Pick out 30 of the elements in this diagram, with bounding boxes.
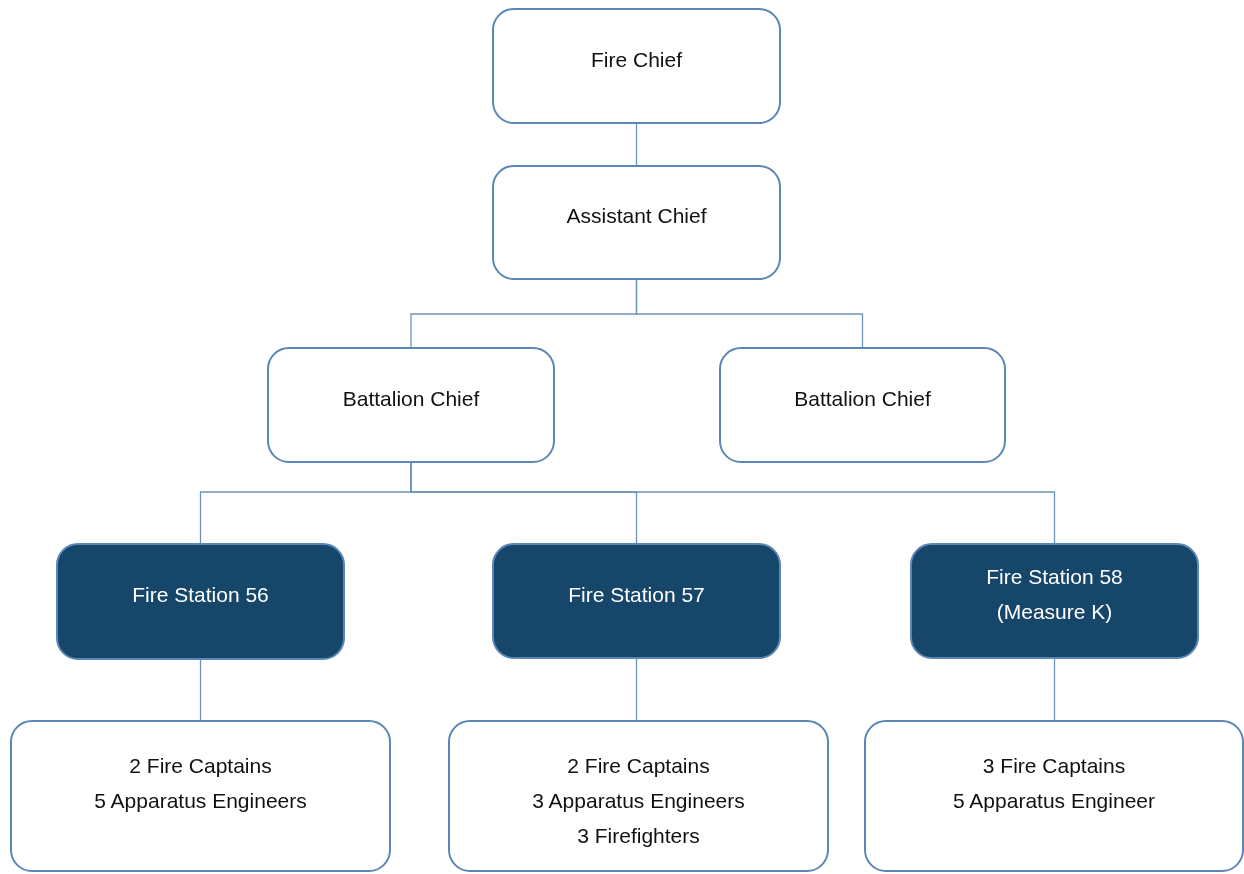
role-label: Fire Station 57 <box>568 581 705 608</box>
role-label: Assistant Chief <box>566 203 707 229</box>
role-label: 3 Firefighters <box>577 823 700 849</box>
connector-line <box>199 659 202 721</box>
role-label: 5 Apparatus Engineer <box>953 788 1155 814</box>
role-label: Fire Station 58 (Measure K) <box>985 564 1124 625</box>
station-box <box>492 543 781 659</box>
role-label: Battalion Chief <box>794 385 931 412</box>
role-box <box>448 720 829 872</box>
role-label: 5 Apparatus Engineers <box>94 788 307 814</box>
connector-line <box>635 658 638 721</box>
role-box <box>492 165 781 280</box>
connector-line <box>410 462 1056 544</box>
role-label: 3 Fire Captains <box>982 753 1126 779</box>
role-box <box>864 720 1244 872</box>
role-box <box>492 8 781 124</box>
connector-line <box>635 123 638 166</box>
role-label: 2 Fire Captains <box>567 753 710 779</box>
role-label: 3 Apparatus Engineers <box>532 788 745 814</box>
station-box <box>910 543 1199 659</box>
role-box <box>719 347 1006 463</box>
station-box <box>56 543 345 660</box>
role-label: 2 Fire Captains <box>129 753 272 779</box>
role-label: Battalion Chief <box>342 385 480 412</box>
connector-line <box>1053 658 1056 721</box>
role-box <box>10 720 391 872</box>
role-label: Fire Station 56 <box>132 582 269 608</box>
role-box <box>267 347 555 463</box>
role-label: Fire Chief <box>591 46 682 73</box>
connector-line <box>635 279 864 348</box>
